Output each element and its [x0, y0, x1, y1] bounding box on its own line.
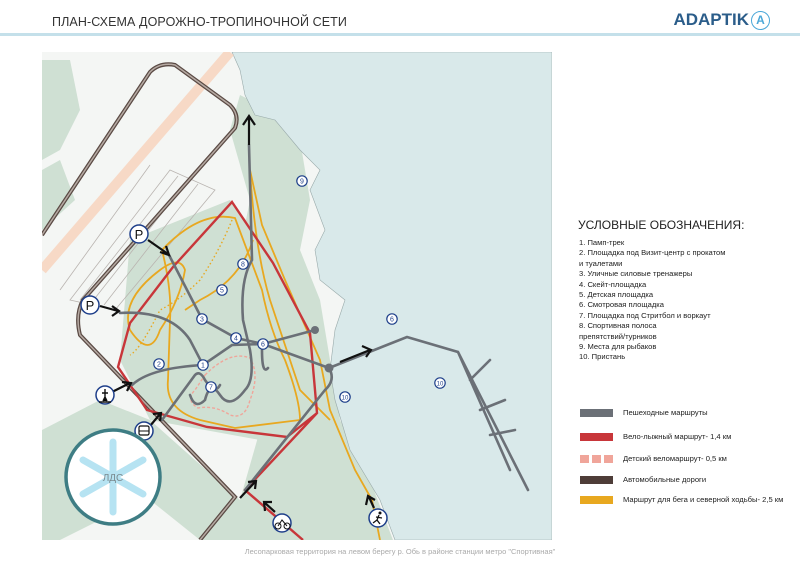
logo-mark-icon: A: [751, 10, 770, 30]
parking-label: P: [86, 298, 95, 313]
poi-marker-1[interactable]: 1: [197, 359, 209, 371]
legend-title: УСЛОВНЫЕ ОБОЗНАЧЕНИЯ:: [578, 218, 745, 232]
route-legend-item: Автомобильные дороги: [580, 475, 706, 484]
poi-marker-label: 3: [200, 317, 204, 324]
poi-marker-3[interactable]: 3: [196, 313, 208, 325]
bicycle-icon: [272, 513, 292, 533]
river-water: [231, 52, 552, 540]
poi-marker-5[interactable]: 5: [216, 284, 228, 296]
parking-icon[interactable]: P: [80, 295, 100, 315]
route-label: Автомобильные дороги: [623, 475, 707, 484]
lds-ice-stadium: ЛДС: [64, 428, 162, 526]
poi-marker-10[interactable]: 10: [339, 391, 351, 403]
arrow-icon: [364, 494, 376, 509]
site-map: 1 2 3 4 5 6 7 8 9 6 10 10 P P: [42, 52, 552, 540]
poi-marker-label: 6: [261, 342, 265, 349]
kids-bike-route: [190, 355, 256, 417]
route-legend-item: Детский веломаршрут- 0,5 км: [580, 454, 727, 463]
poi-marker-label: 10: [342, 396, 349, 402]
route-swatch: [580, 475, 613, 484]
arrow-north-icon: [242, 114, 256, 145]
bus-icon: [134, 421, 154, 441]
arrow-icon: [147, 239, 171, 257]
pedestrian-crossing-icon: [95, 385, 115, 405]
legend-item: 9. Места для рыбаков: [579, 342, 657, 352]
poi-marker-label: 7: [209, 385, 213, 392]
route-swatch: [580, 432, 613, 441]
legend-item: препятствий/турников: [579, 331, 657, 341]
poi-marker-label: 6: [390, 317, 394, 324]
arrow-icon: [99, 304, 121, 317]
poi-marker-label: 10: [437, 382, 444, 388]
snowflake-icon: [79, 438, 147, 516]
poi-marker-label: 4: [234, 336, 238, 343]
poi-markers: 1 2 3 4 5 6 7 8 9 6 10 10: [153, 175, 446, 403]
poi-marker-8[interactable]: 8: [237, 258, 249, 270]
arrow-icon: [111, 380, 133, 393]
poi-marker-label: 9: [300, 179, 304, 186]
arrow-icon: [339, 344, 373, 364]
legend-item: 4. Скейт-площадка: [579, 279, 647, 289]
logo-text: ADAPTIK: [673, 10, 749, 29]
poi-marker-4[interactable]: 4: [230, 332, 242, 344]
running-route: [127, 169, 381, 540]
route-legend-item: Маршрут для бега и северной ходьбы- 2,5 …: [580, 495, 783, 504]
legend-item: 6. Смотровая площадка: [579, 300, 664, 310]
poi-marker-6[interactable]: 6: [257, 338, 269, 350]
legend-item: 3. Уличные силовые тренажеры: [579, 269, 693, 279]
legend-item: 1. Памп-трек: [579, 238, 625, 247]
route-swatch: [580, 408, 613, 417]
pedestrian-routes: [118, 143, 530, 492]
parking-label: P: [135, 227, 144, 242]
poi-marker-label: 1: [201, 363, 205, 370]
poi-marker-10[interactable]: 10: [434, 377, 446, 389]
route-legend-item: Пешеходные маршруты: [580, 408, 708, 417]
legend-item: 5. Детская площадка: [579, 290, 654, 300]
route-label: Детский веломаршрут- 0,5 км: [623, 454, 727, 463]
route-label: Маршрут для бега и северной ходьбы- 2,5 …: [623, 495, 784, 504]
legend-item: и туалетами: [579, 258, 623, 268]
poi-marker-label: 5: [220, 288, 224, 295]
legend-item: 10. Пристань: [579, 352, 626, 362]
route-swatch: [580, 454, 613, 463]
viewpoint-node: [311, 326, 319, 334]
logo: ADAPTIK A: [673, 10, 770, 30]
arrow-icon: [262, 500, 276, 513]
highway: [42, 52, 234, 274]
poi-marker-7[interactable]: 7: [205, 381, 217, 393]
lds-label: ЛДС: [103, 473, 124, 484]
poi-marker-label: 8: [241, 262, 245, 269]
poi-marker-label: 2: [157, 362, 161, 369]
legend-item: 2. Площадка под Визит-центр с прокатом: [579, 248, 726, 258]
junction-node: [324, 363, 334, 373]
route-legend-item: Вело-лыжный маршрут- 1,4 км: [580, 432, 731, 441]
poi-marker-9[interactable]: 9: [296, 175, 308, 187]
route-label: Вело-лыжный маршрут- 1,4 км: [623, 432, 732, 441]
parking-icon[interactable]: P: [129, 224, 149, 244]
runner-icon: [368, 508, 388, 528]
footer-caption: Лесопарковая территория на левом берегу …: [244, 547, 556, 556]
poi-marker-2[interactable]: 2: [153, 358, 165, 370]
route-swatch: [580, 495, 613, 504]
entry-arrows: [99, 114, 376, 513]
legend-item: 7. Площадка под Стритбол и воркаут: [579, 310, 711, 320]
car-road-centerline: [42, 63, 238, 540]
dotted-route: [129, 219, 233, 356]
header-divider: [0, 33, 800, 36]
arrow-icon: [239, 479, 258, 499]
legend-item: 8. Спортивная полоса: [579, 321, 657, 331]
route-label: Пешеходные маршруты: [623, 408, 708, 417]
page-title: ПЛАН-СХЕМА ДОРОЖНО-ТРОПИНОЧНОЙ СЕТИ: [52, 15, 347, 29]
poi-marker-6[interactable]: 6: [386, 313, 398, 325]
arrow-icon: [149, 411, 163, 427]
